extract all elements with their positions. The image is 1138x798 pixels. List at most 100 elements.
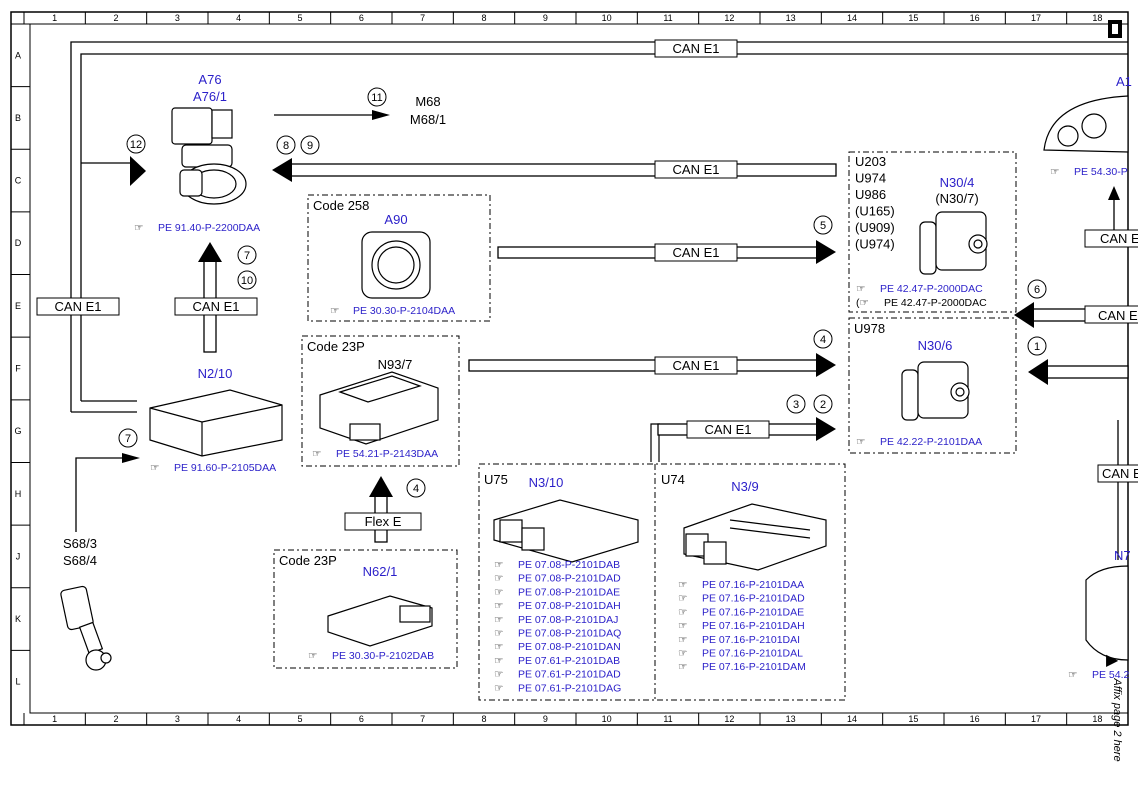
reference-hand-icon: ☞ xyxy=(494,641,503,653)
reference-text: PE 07.08-P-2101DAQ xyxy=(518,628,621,640)
can-bus-main xyxy=(70,41,1128,413)
svg-text:CAN E1: CAN E1 xyxy=(193,299,240,314)
component-n30-6: U978 N30/6 ☞ PE 42.22-P-2101DAA xyxy=(848,317,1017,454)
svg-text:PE 54.30-P: PE 54.30-P xyxy=(1074,166,1128,178)
grid-column-label: 5 xyxy=(297,13,302,23)
svg-text:N7: N7 xyxy=(1114,548,1131,563)
reference-hand-icon: ☞ xyxy=(678,648,687,660)
reference-text: PE 07.08-P-2101DAE xyxy=(518,586,620,598)
reference-hand-icon: ☞ xyxy=(494,614,503,626)
control-unit-icon xyxy=(319,371,439,445)
grid-column-label: 17 xyxy=(1031,714,1041,724)
svg-text:CAN E1: CAN E1 xyxy=(673,162,720,177)
reference-hand-icon: ☞ xyxy=(678,593,687,605)
svg-text:A1: A1 xyxy=(1116,74,1132,89)
reference-hand-icon: ☞ xyxy=(678,579,687,591)
svg-text:PE 42.47-P-2000DAC: PE 42.47-P-2000DAC xyxy=(880,283,983,295)
grid-column-label: 1 xyxy=(52,13,57,23)
grid-column-label: 8 xyxy=(481,13,486,23)
svg-text:S68/3: S68/3 xyxy=(63,536,97,551)
grid-column-label: 15 xyxy=(908,714,918,724)
can-link-n2-to-a76: CAN E1 xyxy=(174,242,258,353)
grid-column-label: 12 xyxy=(724,714,734,724)
marker-3: 3 xyxy=(786,394,806,414)
grid-row-label: E xyxy=(15,301,21,311)
svg-text:PE 30.30-P-2104DAA: PE 30.30-P-2104DAA xyxy=(353,305,455,317)
grid-row-label: K xyxy=(15,614,21,624)
reference-a76: ☞ PE 91.40-P-2200DAA xyxy=(134,222,260,234)
marker-9: 9 xyxy=(300,135,320,155)
grid-column-label: 3 xyxy=(175,714,180,724)
svg-text:2: 2 xyxy=(820,399,826,411)
svg-text:N93/7: N93/7 xyxy=(378,357,413,372)
marker-12: 12 xyxy=(126,134,146,154)
svg-text:PE 42.22-P-2101DAA: PE 42.22-P-2101DAA xyxy=(880,436,982,448)
grid-row-label: G xyxy=(14,426,21,436)
component-a1: A1 ☞ PE 54.30-P CAN E1 xyxy=(1043,74,1138,248)
svg-text:CAN E1: CAN E1 xyxy=(705,422,752,437)
variant-code: (U165) xyxy=(855,204,895,219)
marker-7-upper: 7 xyxy=(237,245,257,265)
reference-hand-icon: ☞ xyxy=(494,669,503,681)
ecu-group: CAN E1 xyxy=(478,417,846,701)
grid-row-label: H xyxy=(15,489,22,499)
reference-text: PE 07.61-P-2101DAB xyxy=(518,655,620,667)
marker-4-right: 4 xyxy=(813,329,833,349)
grid-row-label: B xyxy=(15,113,21,123)
component-n93-7: Code 23P N93/7 ☞ PE 54.21-P-2143DAA xyxy=(301,335,460,467)
sensor-icon xyxy=(361,231,431,299)
engine-control-unit-icon xyxy=(683,503,827,571)
component-s68: S68/3 S68/4 xyxy=(60,536,112,671)
grid-column-label: 9 xyxy=(543,13,548,23)
grid-column-label: 3 xyxy=(175,13,180,23)
grid-column-label: 4 xyxy=(236,714,241,724)
grid-column-label: 7 xyxy=(420,13,425,23)
control-unit-icon xyxy=(1085,565,1129,661)
can-link-right-h: CAN E1 xyxy=(1097,420,1138,560)
grid-column-label: 12 xyxy=(724,13,734,23)
grid-column-label: 7 xyxy=(420,714,425,724)
component-n2-10: N2/10 ☞ PE 91.60-P-2105DAA xyxy=(149,366,283,474)
arrow-to-a76 xyxy=(130,156,146,186)
reference-hand-icon: ☞ xyxy=(494,628,503,640)
reference-text: PE 07.08-P-2101DAN xyxy=(518,641,621,653)
svg-text:12: 12 xyxy=(130,139,142,151)
grid-column-label: 2 xyxy=(113,13,118,23)
grid-column-label: 1 xyxy=(52,714,57,724)
grid-column-label: 8 xyxy=(481,714,486,724)
abs-unit-icon xyxy=(919,211,988,275)
control-unit-icon xyxy=(327,595,433,647)
component-a90: Code 258 A90 ☞ PE 30.30-P-2104DAA xyxy=(307,194,491,322)
engine-control-unit-icon xyxy=(493,499,639,563)
grid-column-label: 15 xyxy=(908,13,918,23)
signal-s68-to-n2 xyxy=(75,453,140,532)
component-n62-1: Code 23P N62/1 ☞ PE 30.30-P-2102DAB xyxy=(273,549,458,669)
marker-5: 5 xyxy=(813,215,833,235)
variant-code: U974 xyxy=(855,171,886,186)
grid-column-label: 14 xyxy=(847,13,857,23)
svg-text:☞: ☞ xyxy=(1050,166,1059,178)
svg-text:6: 6 xyxy=(1034,284,1040,296)
reference-hand-icon: ☞ xyxy=(494,573,503,585)
reference-text: PE 07.16-P-2101DAM xyxy=(702,661,806,673)
can-link-n30-to-a76: CAN E1 xyxy=(272,158,837,182)
reference-hand-icon: ☞ xyxy=(150,462,159,474)
svg-text:Code 23P: Code 23P xyxy=(279,553,337,568)
reference-hand-icon: ☞ xyxy=(308,650,317,662)
svg-text:8: 8 xyxy=(283,140,289,152)
grid-column-label: 17 xyxy=(1031,13,1041,23)
actuator-icon xyxy=(171,107,247,205)
grid-row-label: J xyxy=(16,551,21,561)
svg-text:CAN E1: CAN E1 xyxy=(1102,466,1138,481)
grid-row-label: F xyxy=(15,364,21,374)
grid-column-label: 5 xyxy=(297,714,302,724)
grid-row-label: D xyxy=(15,238,22,248)
marker-7-lower: 7 xyxy=(118,428,138,448)
grid-column-label: 18 xyxy=(1092,714,1102,724)
reference-hand-icon: ☞ xyxy=(494,559,503,571)
marker-10: 10 xyxy=(237,270,257,290)
